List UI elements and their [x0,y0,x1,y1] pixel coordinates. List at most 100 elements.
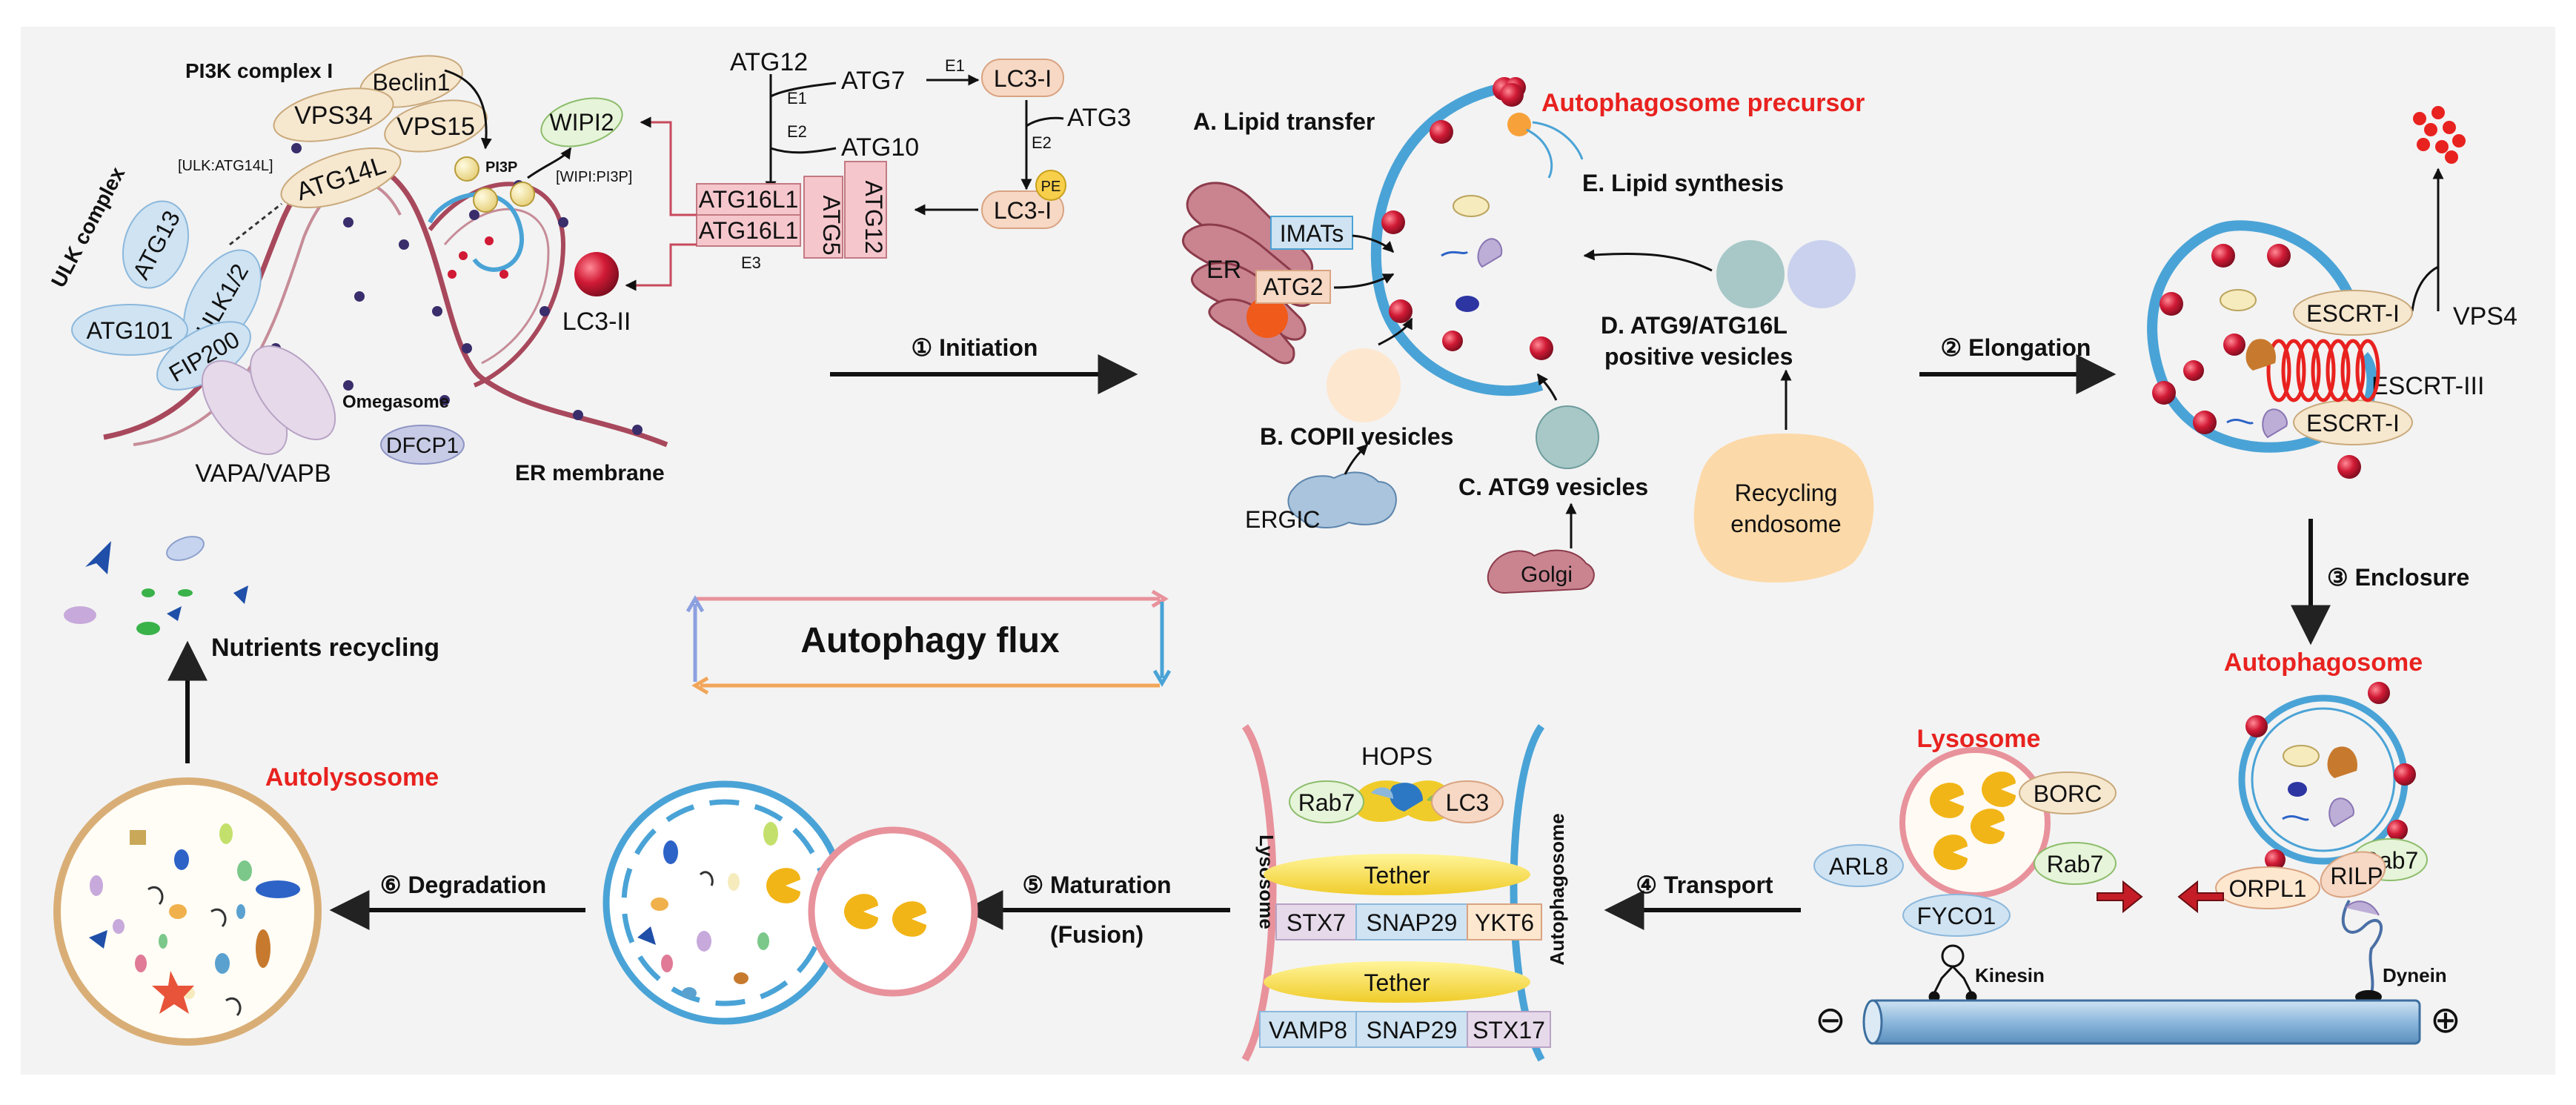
atg16l1-b-label: ATG16L1 [699,217,799,244]
autophagy-flux-title: Autophagy flux [800,621,1060,660]
lipid-synthesis-label: E. Lipid synthesis [1582,170,1784,196]
atg101-label: ATG101 [87,317,173,344]
step-enclosure-label: ③ Enclosure [2327,564,2469,591]
tether-bottom-label: Tether [1364,969,1430,996]
pi3k-complex: PI3K complex I Beclin1 VPS34 VPS15 ATG14… [185,55,517,209]
borc-label: BORC [2034,780,2102,807]
atg5-label: ATG5 [818,195,845,255]
minus-end-label: ⊖ [1815,999,1846,1041]
lc3ii-particle [574,252,619,296]
escrt-closure: VPS4 ESCRT-I ESCRT-I ESCRT-III [2147,106,2517,479]
fusion-autophagosome-label: Autophagosome [1546,813,1568,965]
vps4-label: VPS4 [2453,302,2517,331]
lc3i-bottom-box [981,190,1064,229]
arl8-label: ARL8 [1829,853,1888,880]
vps34-label: VPS34 [294,102,373,130]
atg9-atg16l-label-2: positive vesicles [1604,343,1793,370]
step-initiation-label: ① Initiation [912,334,1038,361]
ergic-label: ERGIC [1245,506,1320,533]
copii-label: B. COPII vesicles [1260,423,1453,450]
recycling-label-2: endosome [1730,511,1841,537]
dynein-label: Dynein [2383,964,2447,986]
hops-label: HOPS [1361,743,1433,771]
stx17-label: STX17 [1473,1017,1545,1043]
e2-a-label: E2 [787,122,807,141]
direction-arrows [2097,880,2224,914]
vamp8-label: VAMP8 [1269,1017,1347,1043]
vps15-label: VPS15 [396,113,475,141]
vapa-vapb-label: VAPA/VAPB [195,459,331,488]
er-label: ER [1206,256,1241,284]
precursor-label: Autophagosome precursor [1541,89,1865,117]
er-membrane-label: ER membrane [515,461,665,485]
wipi2-label: WIPI2 [549,109,614,136]
fusing-vesicles [602,780,978,1025]
tether-top-label: Tether [1364,862,1430,889]
fusion-complex: Lysosome Autophagosome HOPS Rab7 LC3 Tet… [1241,724,1568,1062]
atg12-box-label: ATG12 [860,181,887,254]
lysosome [1899,747,2051,898]
autophagosome-label: Autophagosome [2224,648,2423,677]
dfcp1-label: DFCP1 [386,434,459,458]
lipid-transfer-label: A. Lipid transfer [1193,108,1375,135]
lc3i-bottom-label: LC3-I [994,197,1052,224]
ulk-atg14l-label: [ULK:ATG14L] [178,158,273,174]
beclin1-label: Beclin1 [373,69,451,96]
wipi2-protein [540,97,623,147]
step-transport-label: ④ Transport [1636,872,1773,898]
atg16l1-a-label: ATG16L1 [699,186,799,213]
wipi-pi3p-label: [WIPI:PI3P] [556,169,632,185]
nutrients-recycling-label: Nutrients recycling [211,634,439,662]
snap29-top-label: SNAP29 [1367,909,1458,936]
fusion-lc3-label: LC3 [1446,789,1490,816]
e2-b-label: E2 [1032,133,1052,152]
pi3p-label: PI3P [485,159,517,176]
e1-a-label: E1 [787,89,807,107]
autophagosome [2238,682,2416,870]
omegasome-label: Omegasome [342,392,449,412]
lc3i-top-label: LC3-I [994,65,1052,92]
e1-b-label: E1 [945,56,965,75]
pe-label: PE [1041,179,1061,195]
escrt-iii-label: ESCRT-III [2371,372,2484,400]
nutrient-particles [64,536,248,635]
e3-label: E3 [741,253,761,272]
imats-label: IMATs [1280,220,1344,247]
escrt-i-bottom-label: ESCRT-I [2306,410,2400,437]
fyco1-label: FYCO1 [1917,903,1996,929]
atg9-vesicles-label: C. ATG9 vesicles [1458,474,1648,500]
orpl1-label: ORPL1 [2229,875,2307,902]
atg2-label: ATG2 [1263,273,1323,300]
pi3k-complex-label: PI3K complex I [185,59,333,82]
conjugation-system: ATG12 ATG7 ATG10 E1 E2 E1 LC3-I ATG3 E2 … [625,48,1131,291]
recycling-label-1: Recycling [1735,480,1838,506]
autolysosome-label: Autolysosome [265,763,439,792]
atg12-top-label: ATG12 [730,48,808,76]
plus-end-label: ⊕ [2430,999,2461,1041]
atg10-label: ATG10 [841,133,919,162]
golgi-label: Golgi [1521,563,1573,587]
stx7-label: STX7 [1287,909,1346,936]
lc3ii-label: LC3-II [562,308,631,336]
autophagy-flux-box: Autophagy flux [686,589,1172,695]
atg9-atg16l-label-1: D. ATG9/ATG16L [1601,312,1787,339]
ykt6-label: YKT6 [1475,909,1534,936]
step-fusion-label: (Fusion) [1050,921,1143,948]
fusion-rab7-label: Rab7 [1298,789,1355,816]
step-degradation-label: ⑥ Degradation [380,872,546,898]
step-elongation-label: ② Elongation [1941,334,2091,361]
atg3-label: ATG3 [1067,104,1131,132]
lc3i-top-box [981,59,1064,97]
pe-marker [1035,170,1066,201]
step-maturation-label: ⑤ Maturation [1022,872,1171,898]
rab7-lys-label: Rab7 [2047,851,2104,877]
dfcp1-protein [380,425,465,465]
microtubule [1862,999,2421,1045]
snap29-bottom-label: SNAP29 [1367,1017,1458,1043]
rilp-label: RILP [2330,863,2383,889]
escrt-i-top-label: ESCRT-I [2306,300,2400,327]
atg7-label: ATG7 [841,67,905,95]
kinesin-label: Kinesin [1975,964,2045,986]
phagophore-sources: Autophagosome precursor A. Lipid transfe… [1181,77,1874,594]
